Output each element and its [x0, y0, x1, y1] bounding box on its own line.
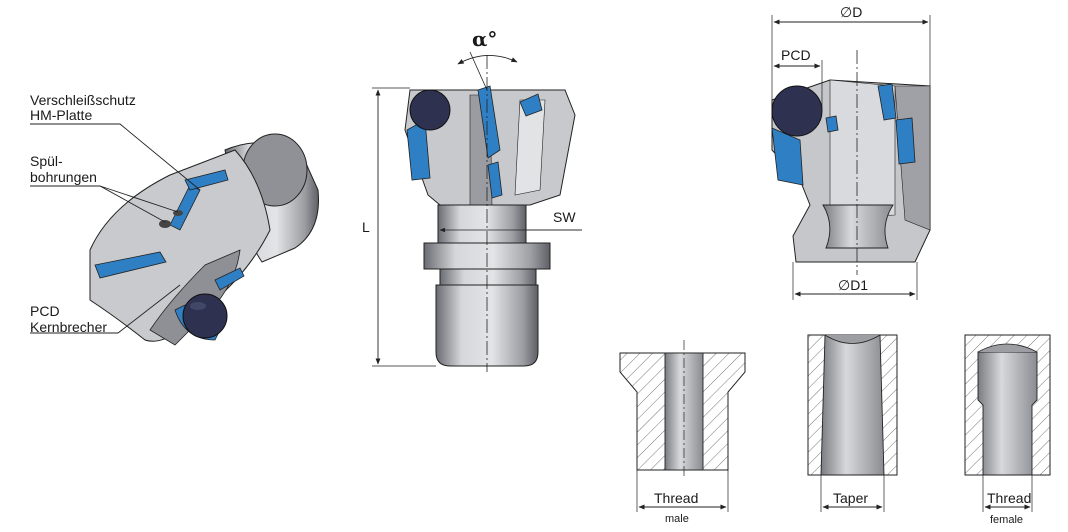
label-flush-line1: Spül- — [30, 153, 63, 169]
connection-taper-main: Taper — [833, 490, 868, 506]
side-insert-right — [519, 93, 543, 117]
isometric-bit-view: Verschleißschutz HM-Platte Spül- bohrung… — [30, 92, 320, 346]
label-flush-line2: bohrungen — [30, 169, 97, 185]
iso-insert-1 — [94, 251, 167, 279]
section-female-bore — [977, 351, 1038, 476]
dim-diameter: ∅D — [840, 4, 862, 20]
connection-taper: Taper — [807, 334, 898, 512]
connection-thread-female: Thread female — [964, 334, 1051, 526]
front-insert-1 — [771, 127, 804, 186]
front-pcd-ball — [771, 85, 823, 137]
front-insert-2 — [877, 83, 897, 121]
dim-alpha: α° — [472, 27, 497, 51]
dim-length: L — [362, 219, 370, 235]
dim-diameter1: ∅D1 — [838, 277, 868, 293]
label-core-breaker: Kernbrecher — [30, 319, 107, 335]
connection-thread-male: Thread male — [619, 340, 746, 525]
side-insert-low — [487, 161, 503, 199]
iso-insert-3 — [184, 169, 229, 191]
connection-female-main: Thread — [987, 490, 1031, 506]
connection-male-sub: male — [665, 513, 689, 525]
iso-pcd-ball — [182, 293, 228, 339]
iso-flush-hole-1 — [159, 220, 171, 228]
side-neck — [437, 204, 527, 244]
side-groove — [439, 268, 537, 286]
front-insert-3 — [895, 117, 916, 165]
iso-insert-5 — [214, 267, 245, 291]
front-neck — [822, 204, 894, 249]
dim-wrench-size: SW — [553, 209, 576, 225]
label-wear-protection: Verschleißschutz — [30, 92, 136, 108]
side-view-bit: α° L SW — [362, 27, 582, 372]
label-carbide-plate: HM-Platte — [30, 107, 92, 123]
connection-male-main: Thread — [654, 490, 698, 506]
label-pcd: PCD — [30, 303, 60, 319]
connection-female-sub: female — [990, 514, 1023, 526]
section-taper-bore — [820, 334, 885, 476]
front-view-bit: ∅D PCD ∅D1 — [771, 4, 931, 300]
side-pcd-ball — [409, 89, 451, 131]
front-insert-4 — [825, 115, 839, 133]
dim-pcd: PCD — [781, 47, 811, 63]
